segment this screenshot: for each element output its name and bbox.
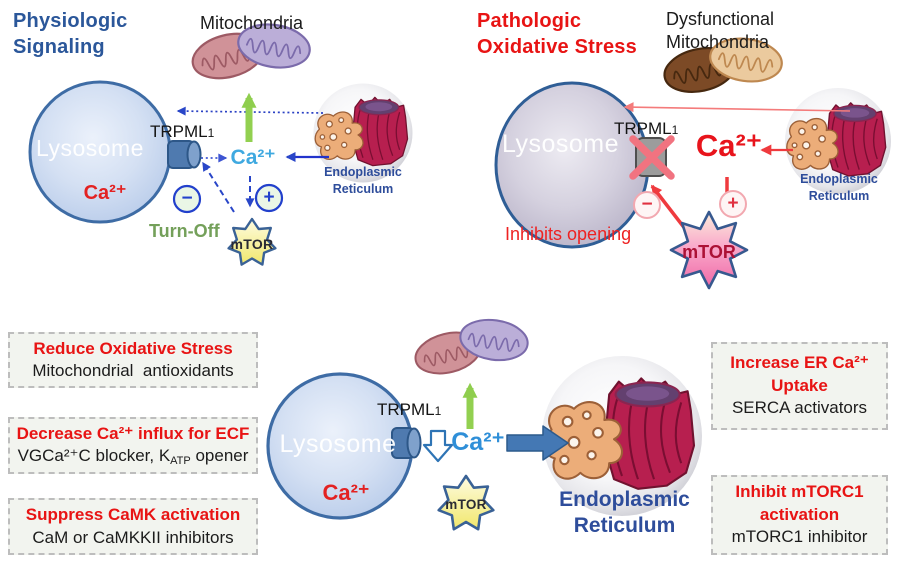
therapy-box-reduce-oxidative-stress: Reduce Oxidative Stress Mitochondrial an… (8, 332, 258, 388)
box-title: Increase ER Ca²⁺ Uptake (730, 353, 869, 395)
mitochondria-label: Mitochondria (200, 13, 304, 33)
blocked-x-icon (629, 135, 675, 180)
physiologic-title: Physiologic Signaling (13, 10, 128, 58)
ca-ion-label: Ca²⁺ (230, 146, 276, 169)
plus-badge-circle (719, 190, 747, 218)
plus-badge-circle (254, 183, 284, 213)
lysosome-label: Lysosome (36, 135, 144, 161)
trpml1-label: TRPML1 (150, 122, 215, 141)
trpml1-channel (391, 427, 422, 459)
box-subtitle: VGCa²⁺C blocker, KATP opener (17, 445, 249, 467)
mtor-to-channel-dashed-arrow (202, 161, 235, 213)
mtor-star (437, 474, 495, 531)
therapy-box-inhibit-mtorc1: Inhibit mTORC1 activation mTORC1 inhibit… (711, 475, 888, 555)
trpml1-channel-blocked (629, 135, 675, 180)
minus-badge-circle (172, 184, 202, 214)
box-subtitle: SERCA activators (731, 398, 868, 418)
ca-ion-label: Ca²⁺ (451, 428, 505, 456)
box-subtitle: Mitochondrial antioxidants (32, 361, 234, 380)
decrease-ca-hollow-arrow-icon (422, 429, 454, 463)
inhibits-opening-label: Inhibits opening (505, 224, 632, 244)
mtor-inhibits-channel-arrow (650, 184, 688, 232)
box-subtitle: CaM or CaMKKII inhibitors (32, 527, 234, 547)
minus-badge: − (181, 188, 193, 209)
er-to-lysosome-stress-arrow (623, 102, 851, 113)
er-label: Endoplasmic Reticulum (800, 172, 878, 203)
plus-badge: + (727, 193, 739, 214)
minus-badge-circle (633, 191, 661, 219)
ca-ion-label: Ca²⁺ (695, 128, 763, 163)
box-title: Decrease Ca²⁺ influx for ECF (16, 423, 250, 443)
lysosome-ca-label: Ca²⁺ (83, 182, 127, 204)
mtor-label: mTOR (682, 242, 736, 262)
dysfunctional-mitochondria-label: Dysfunctional Mitochondria (666, 9, 775, 52)
trpml1-channel (167, 140, 202, 169)
minus-badge: − (641, 194, 653, 215)
box-subtitle: mTORC1 inhibitor (731, 527, 868, 547)
pathologic-panel-graphics (494, 33, 892, 290)
box-title: Reduce Oxidative Stress (33, 338, 233, 358)
lysosome-ca-label: Ca²⁺ (322, 480, 370, 505)
mtor-label: mTOR (230, 236, 274, 252)
pathologic-title: Pathologic Oxidative Stress (477, 10, 637, 58)
plus-badge: + (263, 187, 275, 208)
physiologic-panel-graphics (28, 18, 414, 266)
box-title: Inhibit mTORC1 activation (735, 482, 864, 524)
therapy-panel-graphics (266, 314, 704, 531)
lysosome-label: Lysosome (502, 130, 620, 158)
therapy-box-increase-er-uptake: Increase ER Ca²⁺ Uptake SERCA activators (711, 342, 888, 430)
therapy-box-suppress-camk: Suppress CaMK activation CaM or CaMKKII … (8, 498, 258, 555)
lysosome-label: Lysosome (279, 430, 397, 458)
mtor-star (227, 217, 277, 266)
mtor-label: mTOR (445, 497, 487, 512)
therapy-box-decrease-ca-influx: Decrease Ca²⁺ influx for ECF VGCa²⁺C blo… (8, 417, 258, 474)
box-title: Suppress CaMK activation (25, 505, 241, 525)
ca-to-er-block-arrow (506, 425, 569, 461)
er-label: Endoplasmic Reticulum (559, 488, 690, 538)
trpml1-label: TRPML1 (377, 400, 442, 419)
turn-off-label: Turn-Off (149, 221, 220, 241)
er-label: Endoplasmic Reticulum (324, 165, 402, 196)
mtor-star-pathologic (669, 210, 749, 290)
trpml1-label: TRPML1 (614, 119, 679, 138)
